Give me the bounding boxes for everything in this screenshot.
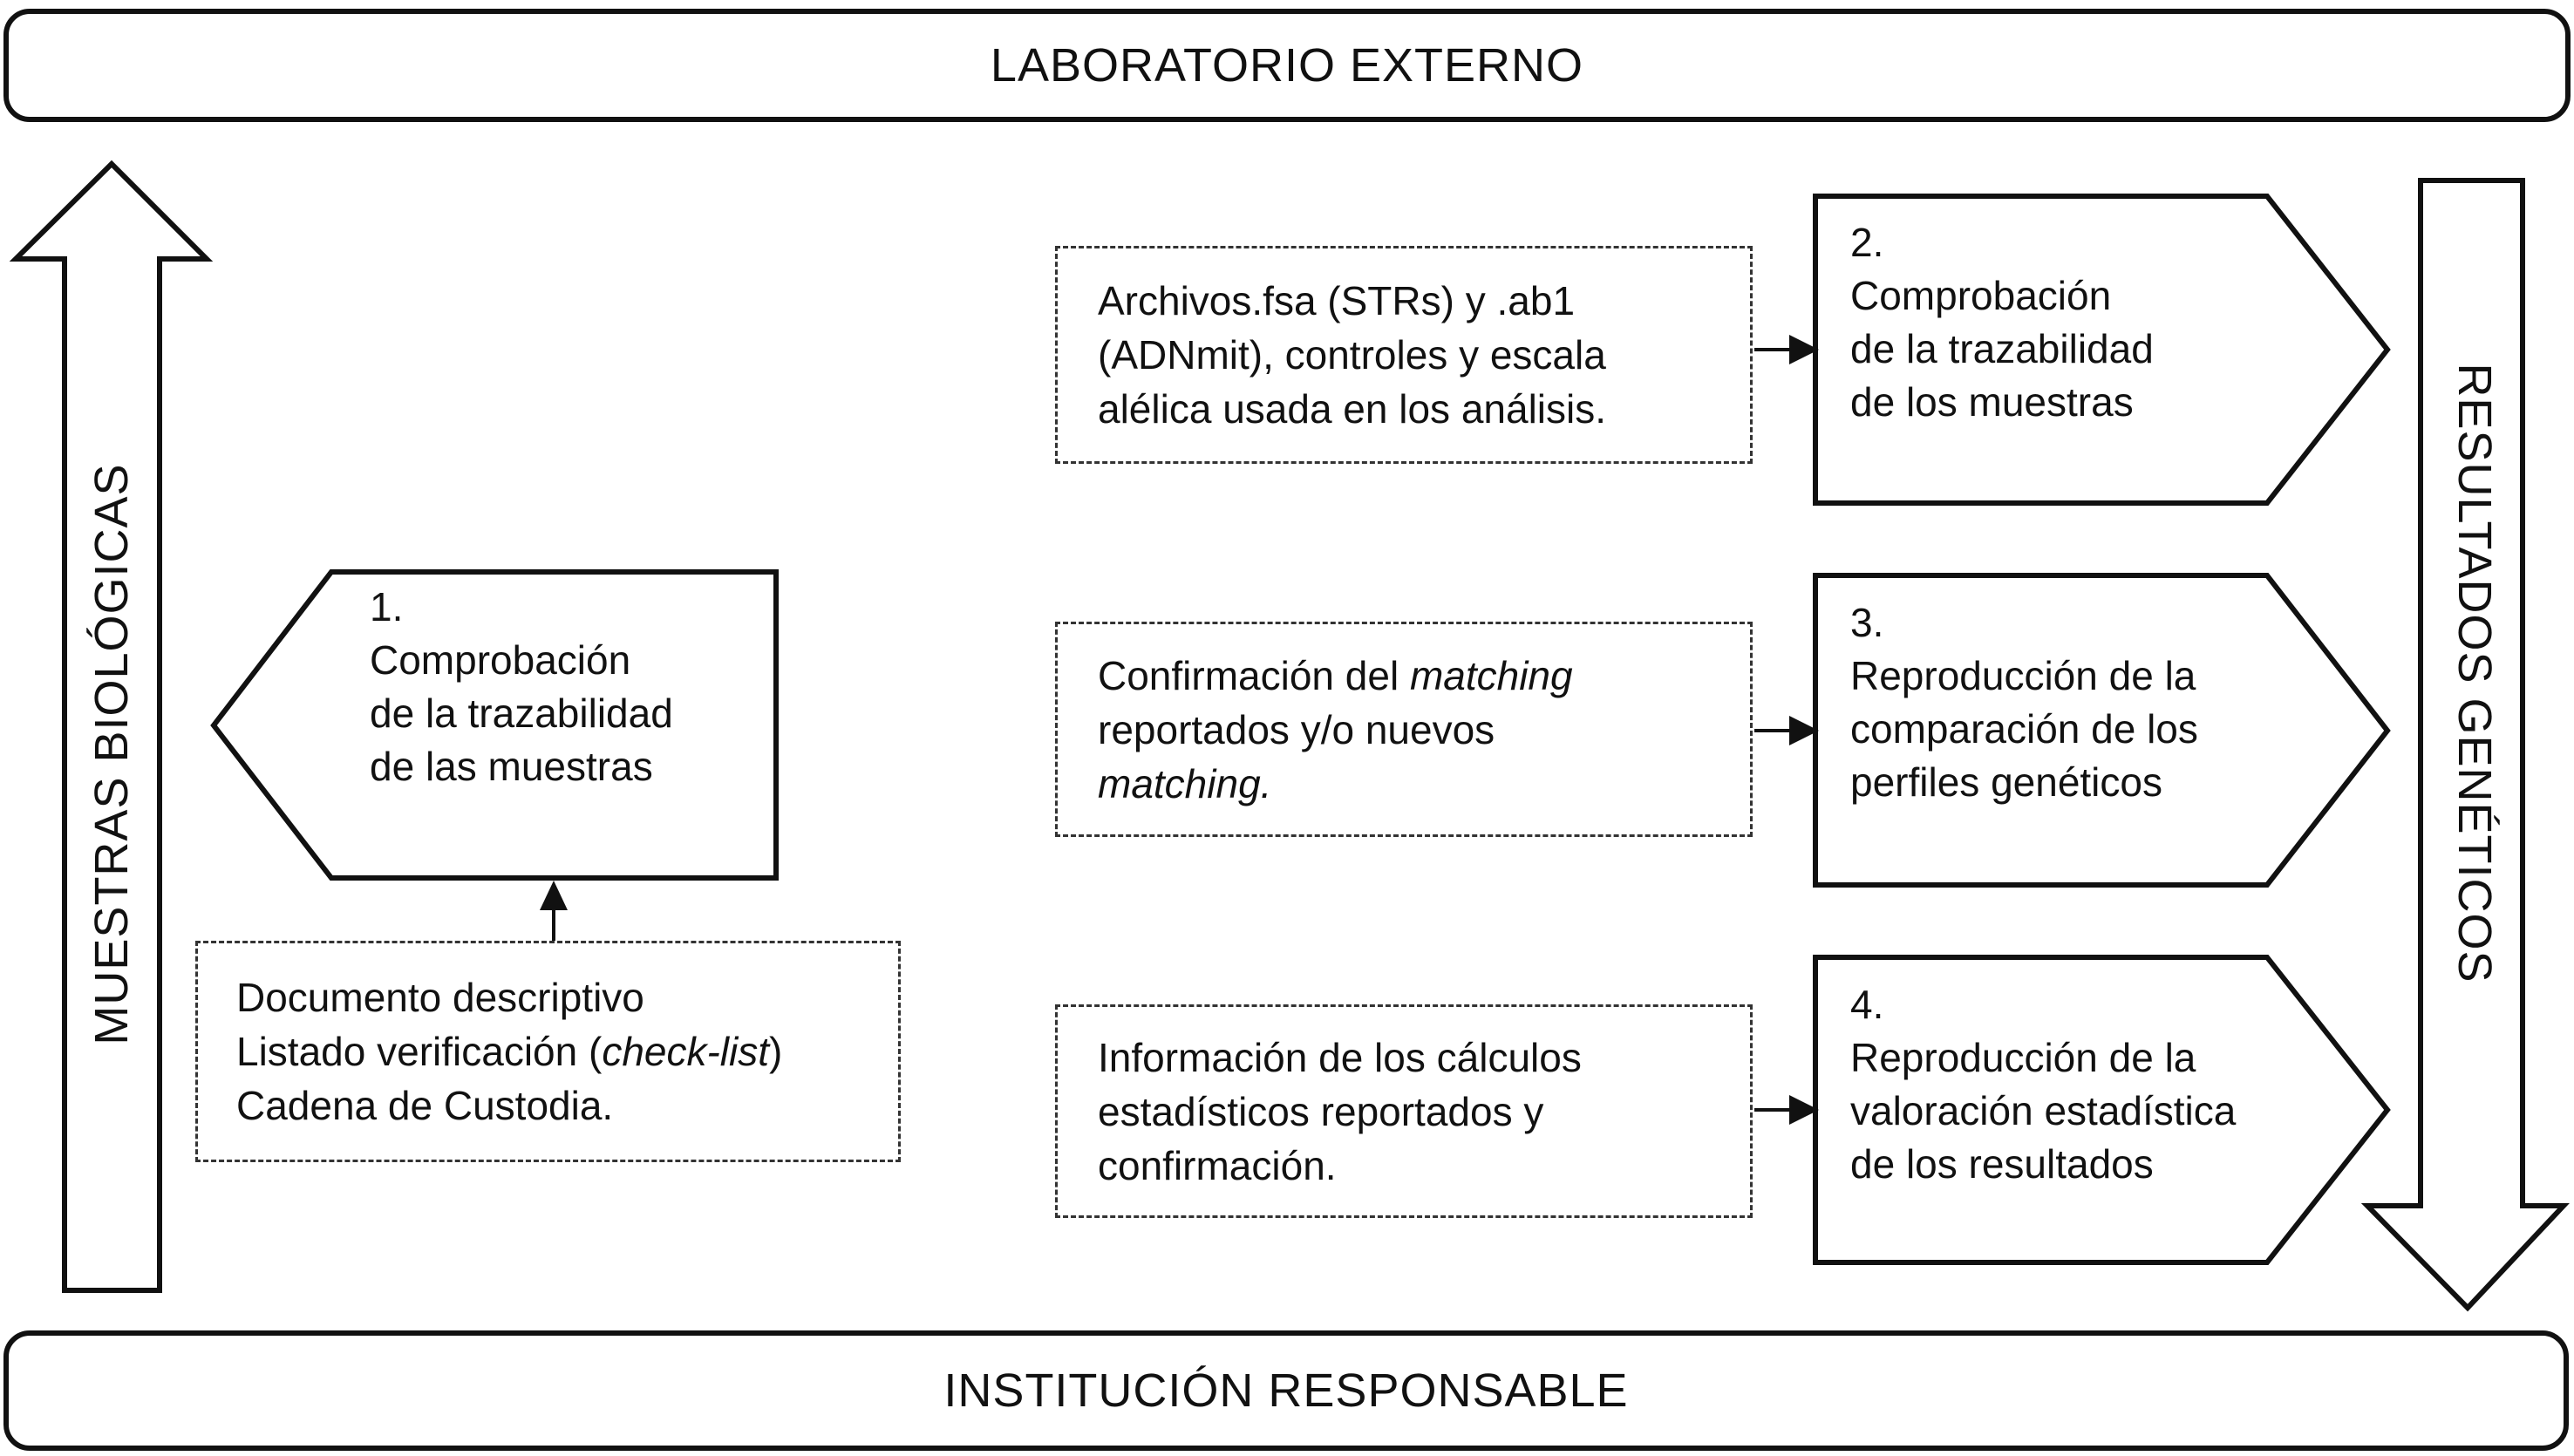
- up-arrow-shape: [9, 160, 214, 1293]
- note-files: Archivos.fsa (STRs) y .ab1 (ADNmit), con…: [1055, 246, 1753, 464]
- arrow-docs-to-step1: [540, 881, 568, 941]
- bottom-banner: INSTITUCIÓN RESPONSABLE: [3, 1330, 2569, 1451]
- step-4-label: 4. Reproducción de la valoración estadís…: [1850, 978, 2286, 1191]
- step-1-label: 1. Comprobación de la trazabilidad de la…: [370, 581, 780, 793]
- note-matching-line1: Confirmación del matching: [1098, 652, 1573, 698]
- note-matching: Confirmación del matching reportados y/o…: [1055, 622, 1753, 837]
- step-2-label: 2. Comprobación de la trazabilidad de lo…: [1850, 216, 2286, 429]
- left-arrow-label: MUESTRAS BIOLÓGICAS: [85, 463, 138, 1045]
- step-2-shape: [1813, 194, 2391, 506]
- step-1-shape: [210, 569, 779, 881]
- step-4-number: 4.: [1850, 982, 1884, 1027]
- note-documents: Documento descriptivo Listado verificaci…: [195, 941, 901, 1162]
- arrow-stats-to-step4: [1754, 1095, 1819, 1125]
- step-4-shape: [1813, 955, 2391, 1265]
- step-3-label: 3. Reproducción de la comparación de los…: [1850, 596, 2286, 809]
- down-arrow-shape: [2360, 178, 2570, 1312]
- arrow-matching-to-step3: [1754, 716, 1819, 745]
- top-banner: LABORATORIO EXTERNO: [3, 9, 2571, 122]
- step-3-number: 3.: [1850, 600, 1884, 645]
- note-statistics: Información de los cálculos estadísticos…: [1055, 1004, 1753, 1218]
- step-2-number: 2.: [1850, 220, 1884, 265]
- step-1-number: 1.: [370, 584, 404, 629]
- right-arrow-label: RESULTADOS GENÉTICOS: [2448, 363, 2501, 983]
- top-banner-label: LABORATORIO EXTERNO: [990, 39, 1584, 92]
- bottom-banner-label: INSTITUCIÓN RESPONSABLE: [943, 1364, 1629, 1417]
- note-documents-line2: Listado verificación (check-list): [236, 1029, 783, 1074]
- step-3-shape: [1813, 573, 2391, 888]
- arrow-files-to-step2: [1754, 335, 1819, 364]
